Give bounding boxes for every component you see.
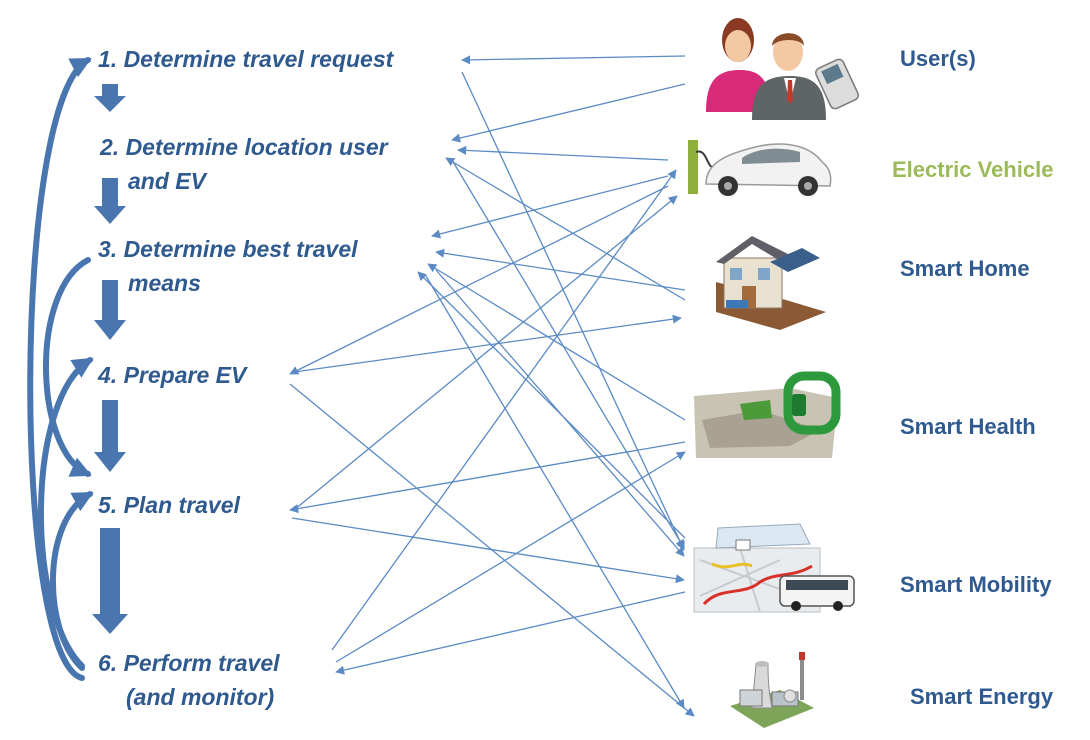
connector-step5-to-mobility [291, 517, 685, 584]
connector-ev-to-step3 [431, 175, 669, 239]
electric-vehicle-icon [688, 140, 832, 196]
connector-home-to-step3 [435, 248, 686, 291]
connector-step1-to-mobility [461, 71, 685, 551]
connector-step6-to-ev [331, 169, 677, 651]
step-2-label: 2. Determine location user and EV [100, 134, 388, 194]
connector-user-to-step1 [461, 55, 686, 65]
feedback-6-to-5 [49, 491, 94, 671]
feedback-6-to-1 [27, 57, 92, 681]
down-arrow-2-3 [94, 178, 126, 224]
connector-step5-to-ev [293, 195, 678, 511]
connector-step3-to-energy [425, 275, 685, 709]
connector-health-to-step5 [289, 441, 686, 514]
connector-step6-to-health [335, 451, 686, 663]
actor-label-smart-energy: Smart Energy [910, 684, 1054, 709]
connector-health-to-step3 [427, 263, 686, 421]
down-arrow-4-5 [94, 400, 126, 472]
smart-home-icon [716, 236, 826, 330]
actor-label-electric-vehicle: Electric Vehicle [892, 157, 1054, 182]
connector-ev-to-step2 [457, 145, 669, 161]
smart-mobility-icon [693, 523, 855, 613]
connector-home-to-step2 [445, 157, 686, 301]
connector-user-to-step2 [451, 83, 686, 143]
step-5-label: 5. Plan travel [98, 492, 240, 518]
actor-label-smart-health: Smart Health [900, 414, 1036, 439]
connector-step2-to-mobility [451, 159, 685, 549]
connector-mobility-to-step6 [335, 591, 686, 675]
actor-label-users: User(s) [900, 46, 976, 71]
connector-arrows [289, 55, 695, 717]
connector-ev-to-step4 [289, 185, 669, 375]
step-3-label: 3. Determine best travel means [98, 236, 358, 296]
connector-step4-to-home [293, 314, 682, 373]
smart-health-icon [694, 371, 841, 458]
down-arrow-5-6 [92, 528, 128, 634]
users-icon [706, 18, 859, 120]
step-1-label: 1. Determine travel request [98, 46, 394, 72]
connector-step3-to-mobility [435, 269, 685, 557]
feedback-3-to-5 [43, 257, 92, 477]
feedback-arrows [27, 57, 94, 681]
connector-mobility-to-step3 [417, 271, 686, 539]
down-arrow-1-2 [94, 84, 126, 112]
step-6-label: 6. Perform travel (and monitor) [98, 650, 280, 710]
step-4-label: 4. Prepare EV [98, 362, 247, 388]
actor-label-smart-mobility: Smart Mobility [900, 572, 1052, 597]
flow-down-arrows [92, 84, 128, 634]
actor-label-smart-home: Smart Home [900, 256, 1030, 281]
down-arrow-3-4 [94, 280, 126, 340]
smart-energy-icon [730, 652, 814, 728]
